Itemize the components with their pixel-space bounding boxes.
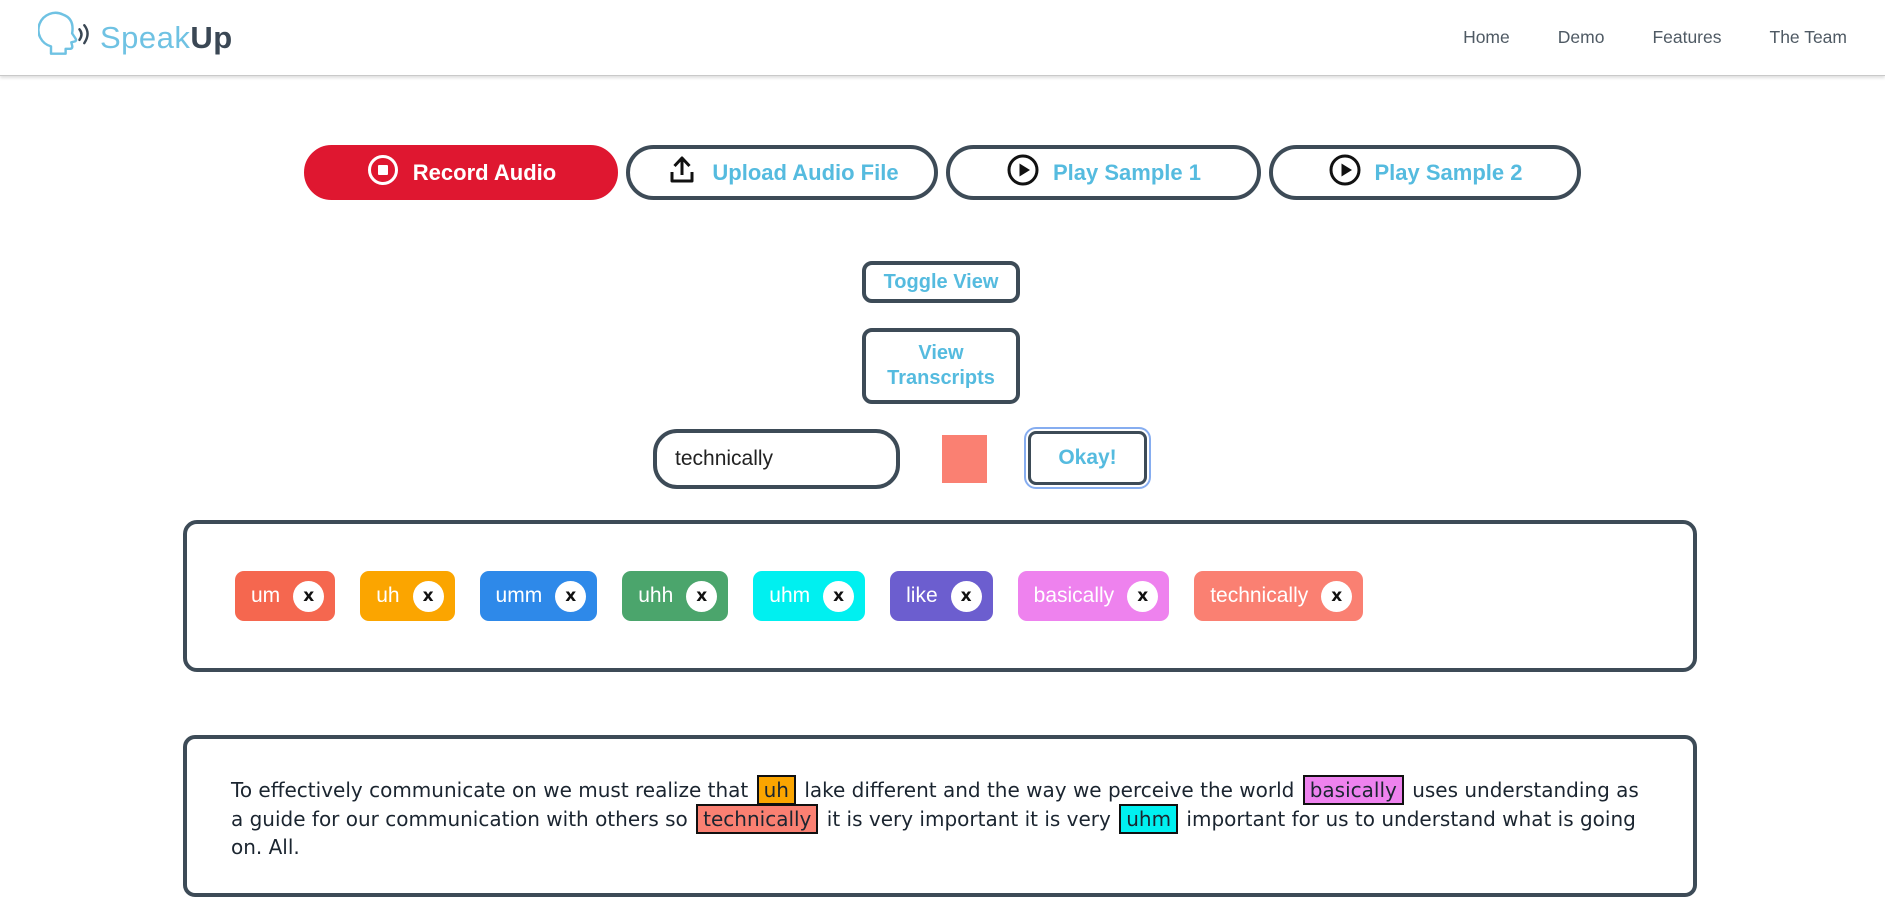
chip-remove-button[interactable]: x	[555, 580, 587, 612]
chip-label: like	[906, 584, 938, 607]
stop-record-icon	[366, 153, 400, 193]
filler-word-input[interactable]	[653, 429, 900, 489]
color-swatch[interactable]	[942, 435, 987, 483]
chip-remove-button[interactable]: x	[1127, 580, 1159, 612]
chip-remove-button[interactable]: x	[1321, 580, 1353, 612]
upload-audio-label: Upload Audio File	[712, 159, 899, 185]
transcript-segment: To effectively communicate on we must re…	[231, 778, 755, 802]
chip-label: umm	[495, 584, 543, 607]
play-sample-2-label: Play Sample 2	[1374, 159, 1523, 185]
brand-name-secondary: Up	[190, 19, 233, 55]
highlighted-filler-word: basically	[1302, 775, 1404, 805]
chip-label: technically	[1210, 584, 1309, 607]
audio-actions-row: Record Audio Upload Audio File Play Samp…	[0, 145, 1885, 200]
upload-audio-button[interactable]: Upload Audio File	[626, 145, 938, 200]
play-sample-2-button[interactable]: Play Sample 2	[1269, 145, 1581, 200]
chip-label: um	[251, 584, 281, 607]
nav-item-features[interactable]: Features	[1652, 27, 1722, 47]
transcript-segment: uses understanding as a guide for our co…	[231, 778, 1639, 831]
nav-item-the-team[interactable]: The Team	[1769, 27, 1848, 47]
highlighted-filler-word: uh	[756, 775, 796, 805]
filler-word-chip[interactable]: basically x	[1017, 571, 1170, 621]
nav-item-demo[interactable]: Demo	[1557, 27, 1605, 47]
main-nav: Home Demo Features The Team	[1463, 27, 1847, 48]
header: SpeakUp Home Demo Features The Team	[0, 0, 1885, 76]
transcript-box: To effectively communicate on we must re…	[183, 735, 1697, 897]
play-icon	[1328, 153, 1362, 193]
highlighted-filler-word: technically	[696, 803, 819, 834]
transcript-segment: lake different and the way we perceive t…	[797, 778, 1301, 802]
chip-label: uhm	[769, 584, 811, 607]
chip-label: uhh	[638, 584, 674, 607]
brand-name: SpeakUp	[100, 20, 233, 56]
chip-remove-button[interactable]: x	[293, 580, 325, 612]
chip-remove-button[interactable]: x	[950, 580, 982, 612]
nav-item-home[interactable]: Home	[1463, 27, 1510, 47]
highlighted-filler-word: uhm	[1119, 803, 1179, 834]
toggle-view-button[interactable]: Toggle View	[862, 261, 1020, 303]
upload-icon	[665, 153, 699, 193]
record-audio-label: Record Audio	[412, 159, 557, 185]
filler-word-chip[interactable]: technically x	[1194, 571, 1364, 621]
play-sample-1-button[interactable]: Play Sample 1	[946, 145, 1261, 200]
play-icon	[1006, 153, 1040, 193]
chip-remove-button[interactable]: x	[686, 580, 718, 612]
chip-remove-button[interactable]: x	[412, 580, 444, 612]
brand-logo[interactable]: SpeakUp	[37, 9, 233, 66]
transcript-segment: important for us to understand what is g…	[231, 806, 1636, 860]
chip-label: uh	[376, 584, 400, 607]
transcript-text: To effectively communicate on we must re…	[231, 775, 1653, 862]
transcript-segment: it is very important it is very	[820, 806, 1118, 831]
speaking-head-icon	[37, 9, 90, 66]
brand-name-primary: Speak	[100, 19, 191, 55]
chip-remove-button[interactable]: x	[823, 580, 855, 612]
play-sample-1-label: Play Sample 1	[1053, 159, 1201, 185]
okay-button[interactable]: Okay!	[1024, 427, 1151, 489]
record-audio-button[interactable]: Record Audio	[304, 145, 618, 200]
view-transcripts-button[interactable]: View Transcripts	[862, 328, 1020, 404]
chip-label: basically	[1033, 584, 1115, 607]
